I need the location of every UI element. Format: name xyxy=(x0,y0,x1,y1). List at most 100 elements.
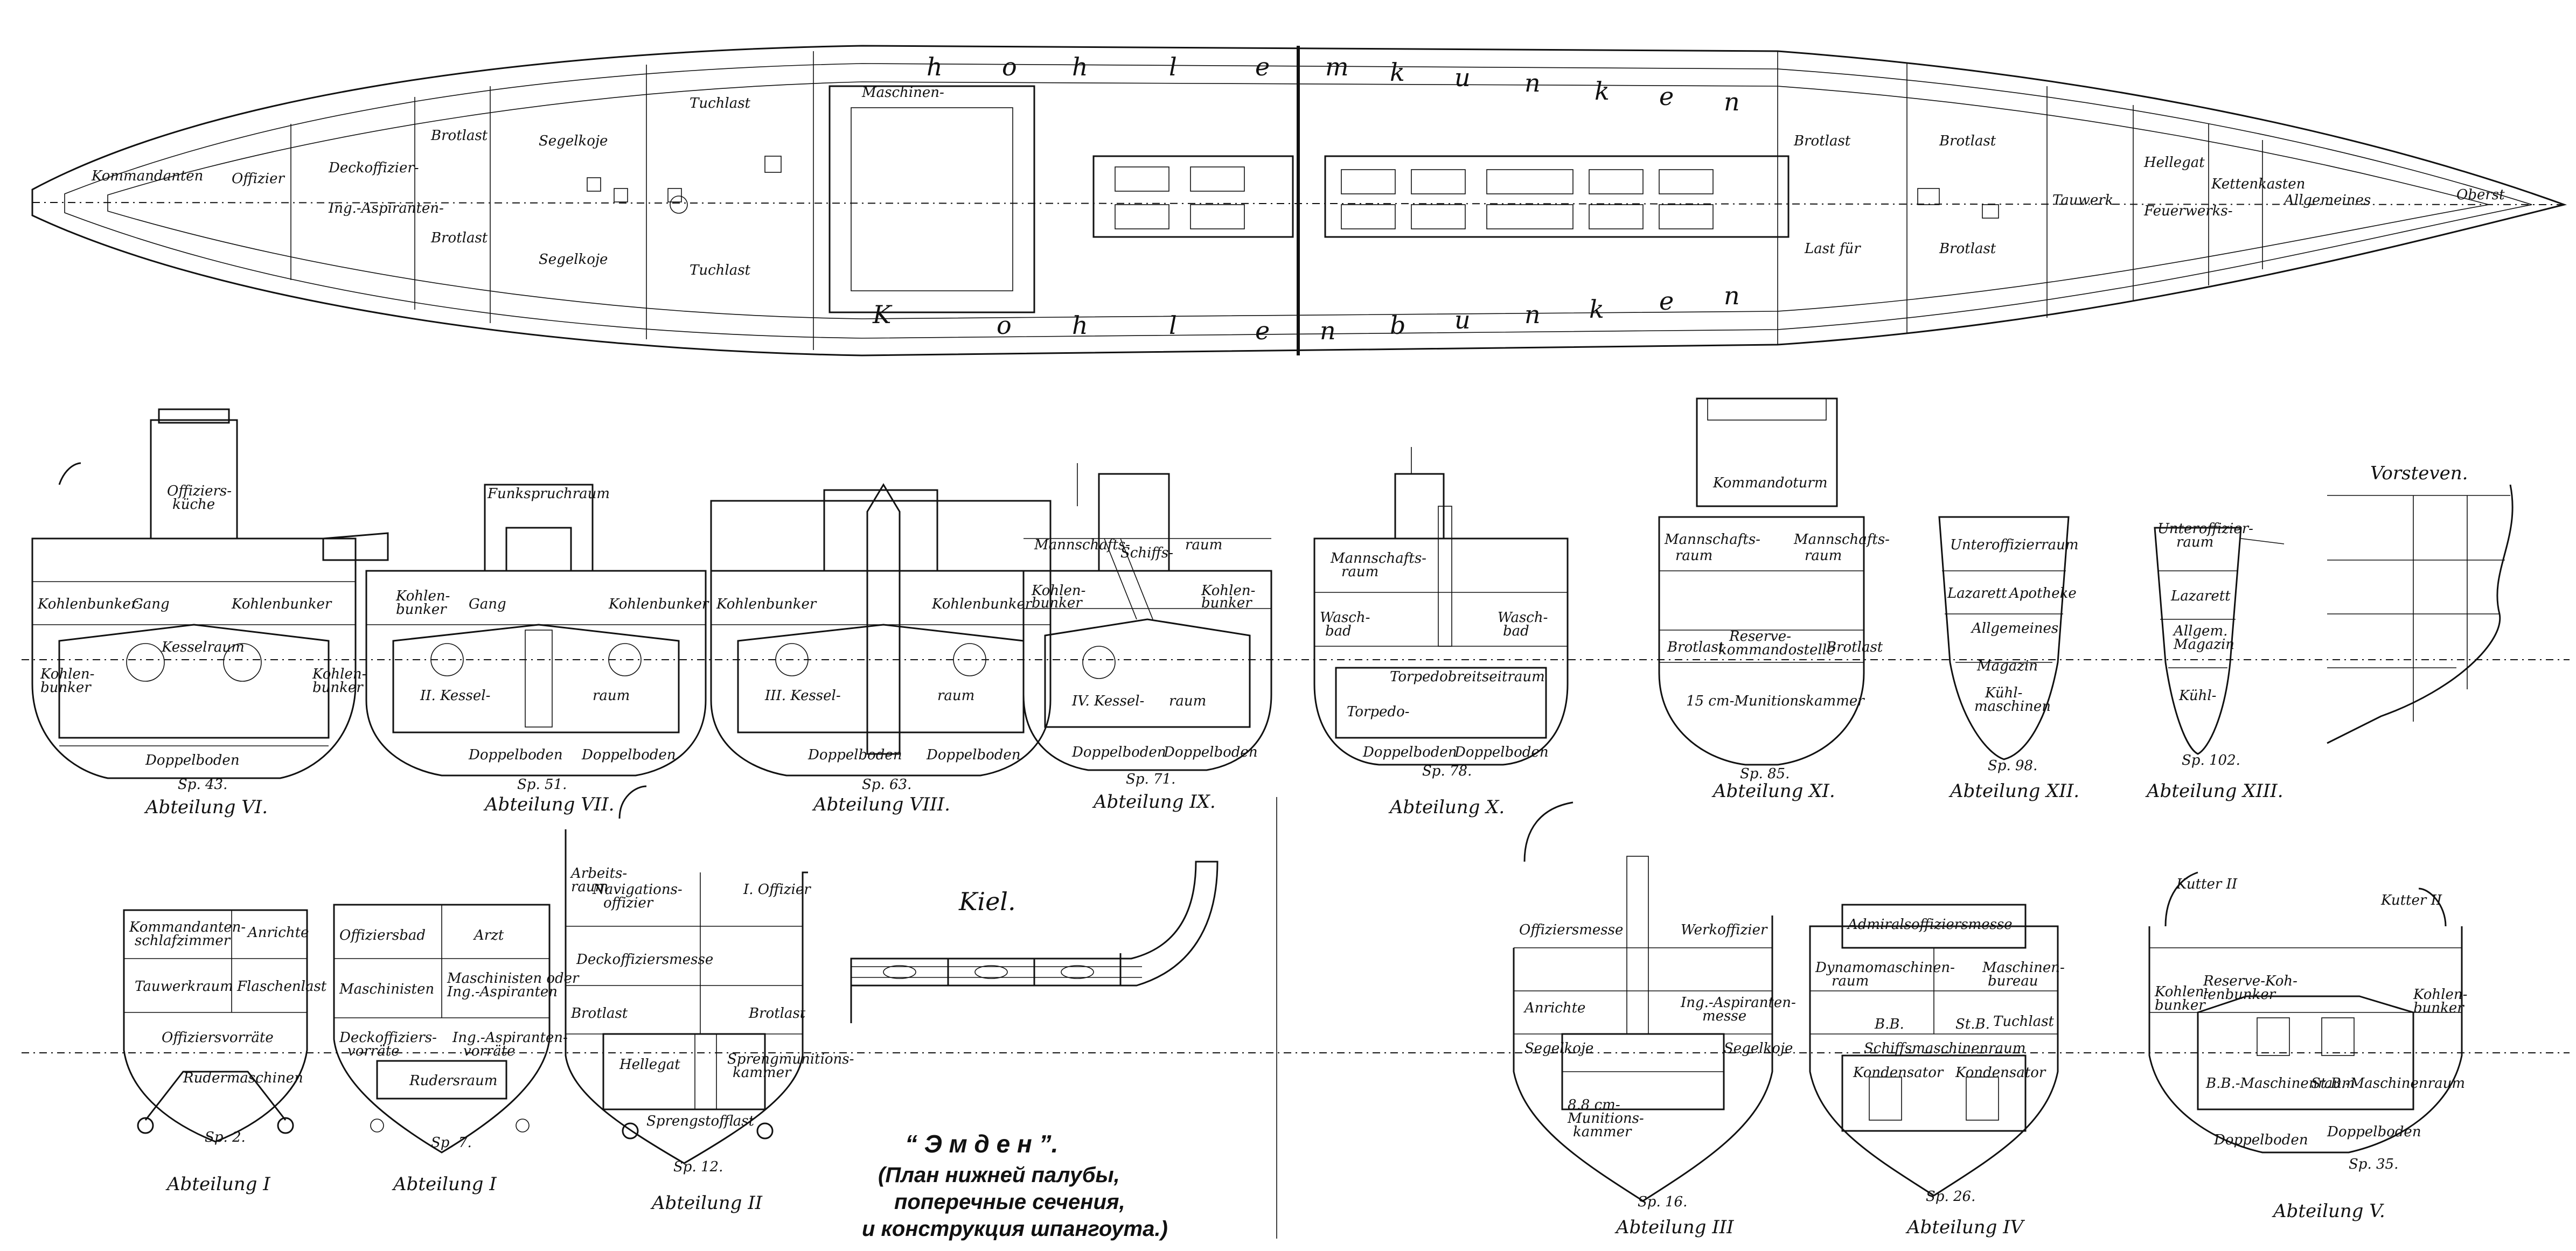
plan-label-offizier: Offizier xyxy=(232,171,285,187)
label: Admiralsoffiziersmesse xyxy=(1847,917,2013,933)
label: Doppelboden xyxy=(926,747,1021,763)
section-title: Abteilung IV xyxy=(1905,1217,2025,1238)
caption-line-3: и конструкция шпангоута.) xyxy=(862,1217,1168,1241)
label: Offiziersmesse xyxy=(1519,922,1623,938)
section-title: Abteilung III xyxy=(1614,1217,1734,1238)
label: Mannschafts- xyxy=(1330,550,1426,567)
label: Tauwerkraum xyxy=(135,979,233,995)
label: Ing.-Aspiranten xyxy=(447,984,558,1000)
label: Schiffs- xyxy=(1120,545,1173,561)
label: bunker xyxy=(2155,997,2206,1014)
label: bunker xyxy=(396,602,447,618)
label: Doppelboden xyxy=(1071,744,1166,760)
label: Navigations- xyxy=(592,882,683,898)
plan-label-allgemeines: Allgemeines xyxy=(2283,192,2371,208)
label: Munitions- xyxy=(1567,1110,1644,1127)
label: vorräte xyxy=(463,1043,516,1059)
label: Dynamomaschinen- xyxy=(1815,960,1955,976)
plan-label-brotlast-fwd-stbd: Brotlast xyxy=(1939,241,1996,257)
plan-label-segelkoje-port: Segelkoje xyxy=(539,133,608,149)
section-title: Abteilung VIII. xyxy=(812,794,950,815)
section-abteilung-iii: Offiziersmesse Werkoffizier Anrichte Ing… xyxy=(1513,801,1796,1238)
spant-number: Sp. 63. xyxy=(862,777,911,793)
label: Brotlast xyxy=(1826,639,1883,655)
vorsteven: Vorsteven. xyxy=(2327,463,2514,744)
bunker-letter: h xyxy=(1072,52,1088,81)
label: Reserve-Koh- xyxy=(2203,973,2297,989)
spant-number: Sp. 12. xyxy=(673,1159,723,1175)
plan-label-ing-aspiranten: Ing.-Aspiranten- xyxy=(328,200,444,216)
spant-number: Sp. 7. xyxy=(431,1135,472,1151)
spant-number: Sp. 35. xyxy=(2349,1156,2398,1172)
label: Torpedobreitseitraum xyxy=(1390,669,1545,685)
label: Brotlast xyxy=(1667,639,1724,655)
bunker-letter: e xyxy=(1659,286,1674,316)
label: bunker xyxy=(1201,595,1252,611)
label: lenbunker xyxy=(2203,987,2276,1003)
label: St.B.-Maschinenraum xyxy=(2311,1075,2465,1092)
label: Mannschafts- xyxy=(1793,532,1890,548)
plan-label-brotlast-fwd-port: Brotlast xyxy=(1939,133,1996,149)
label: Allgem. xyxy=(2173,623,2227,639)
kiel-detail: Kiel. xyxy=(850,861,1219,1023)
label: Magazin xyxy=(1976,658,2038,674)
label: Flaschenlast xyxy=(236,979,327,995)
bunker-letter: o xyxy=(997,311,1012,340)
label: 8.8 cm- xyxy=(1568,1097,1620,1113)
spant-number: Sp. 43. xyxy=(178,777,227,793)
label: Kohlenbunker xyxy=(37,596,138,612)
label: Kohlen- xyxy=(312,666,366,682)
label: küche xyxy=(172,497,215,513)
label: Kommandanten- xyxy=(129,919,246,935)
section-title: Abteilung VI. xyxy=(144,796,268,818)
plan-label-hellegat: Hellegat xyxy=(2143,155,2205,171)
deck-plan: Kommandanten Offizier Deckoffizier- Ing.… xyxy=(31,45,2567,357)
bunker-letter: n xyxy=(1724,87,1740,116)
label: 15 cm-Munitionskammer xyxy=(1686,693,1865,709)
bunker-letter: h xyxy=(1072,311,1088,340)
label: raum xyxy=(1169,693,1206,709)
section-abteilung-x: Mannschafts- raum Wasch- bad Wasch- bad … xyxy=(1313,447,1569,818)
label: Offiziers- xyxy=(167,483,232,499)
label: Allgemeines xyxy=(1971,620,2058,637)
label: Offiziersvorräte xyxy=(162,1030,274,1046)
section-title: Abteilung IX. xyxy=(1092,791,1216,813)
bunker-letters-bottom: K o h l e n b u n k e n xyxy=(872,281,1740,345)
label: Schiffsmaschinenraum xyxy=(1864,1040,2026,1057)
label: Deckoffiziersmesse xyxy=(576,952,713,968)
plan-label-kettenkasten: Kettenkasten xyxy=(2211,176,2305,192)
label: kommandostelle xyxy=(1718,642,1835,658)
label: B.B.-Maschinenraum xyxy=(2205,1075,2355,1092)
label: I. Offizier xyxy=(743,882,811,898)
plan-label-tauwerk: Tauwerk xyxy=(2052,192,2113,208)
vorsteven-title: Vorsteven. xyxy=(2370,463,2468,484)
spant-number: Sp. 51. xyxy=(517,777,567,793)
plan-label-segelkoje-stbd: Segelkoje xyxy=(539,251,608,268)
label: Tuchlast xyxy=(1993,1014,2055,1030)
plan-label-brotlast-fwd: Brotlast xyxy=(1793,133,1851,149)
bunker-letter: k xyxy=(1390,58,1405,87)
label: Unteroffizierraum xyxy=(1950,537,2078,553)
plan-label-tuchlast-port: Tuchlast xyxy=(690,95,751,111)
bunker-letter: o xyxy=(1002,52,1017,81)
label: Kommandoturm xyxy=(1712,475,1828,491)
label: Sprengstofflast xyxy=(646,1113,755,1129)
section-abteilung-viii: Kohlenbunker Kohlenbunker III. Kessel- r… xyxy=(710,483,1052,815)
label: III. Kessel- xyxy=(764,688,841,704)
bunker-letter: l xyxy=(1169,311,1177,340)
plan-label-oberst: Oberst xyxy=(2456,187,2505,203)
label: Kohlen- xyxy=(1201,583,1255,599)
plan-label-maschinen: Maschinen- xyxy=(861,85,944,101)
label: schlafzimmer xyxy=(135,933,231,949)
bunker-letter: n xyxy=(1524,68,1541,97)
label: Brotlast xyxy=(570,1005,628,1022)
spant-number: Sp. 85. xyxy=(1740,766,1790,782)
section-abteilung-vii: Funkspruchraum Kohlen- bunker Gang Kohle… xyxy=(322,484,709,815)
label: Kohlenbunker xyxy=(716,596,817,612)
caption-title: “ Э м д е н ”. xyxy=(905,1130,1058,1158)
label: St.B. xyxy=(1955,1016,1990,1032)
label: Gang xyxy=(469,596,506,612)
label: Doppelboden xyxy=(468,747,563,763)
section-title: Abteilung XIII. xyxy=(2145,780,2283,802)
